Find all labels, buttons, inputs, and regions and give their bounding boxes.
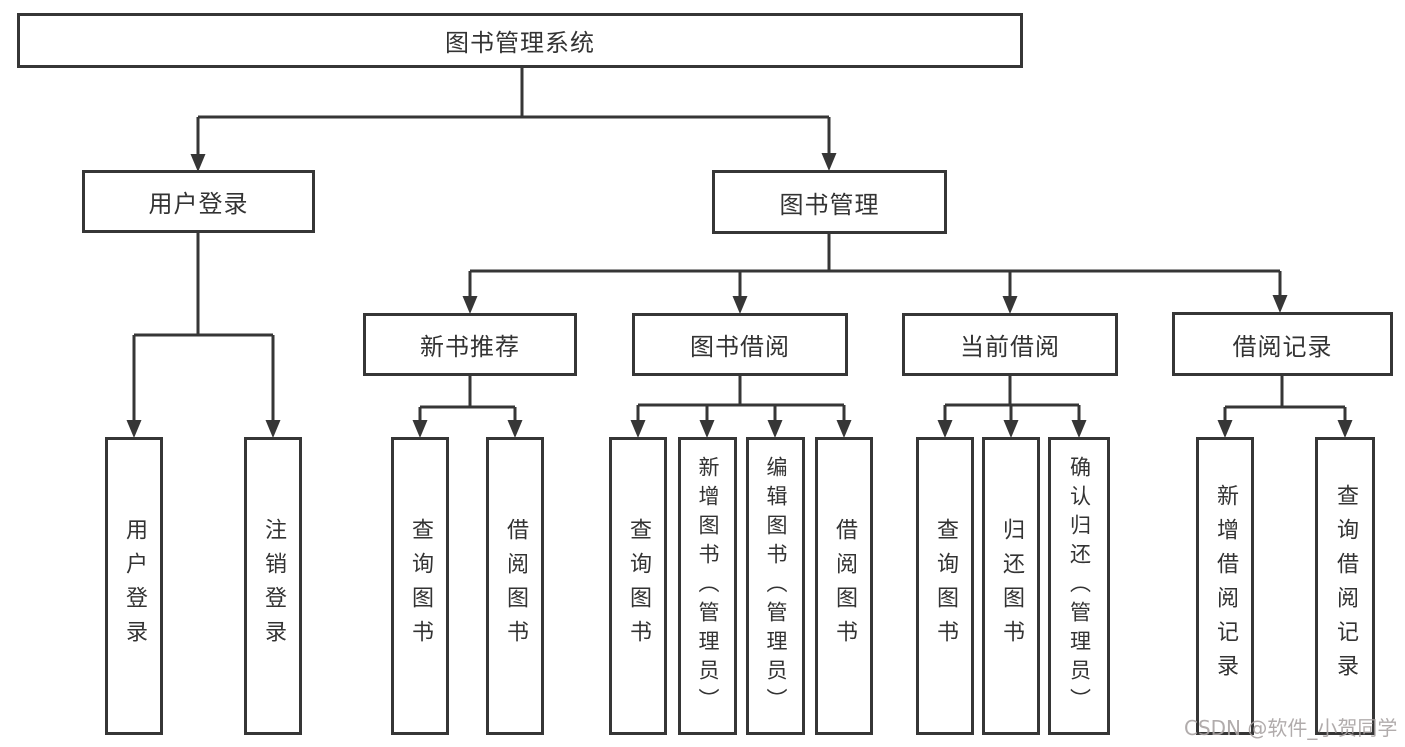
node-current-borrowing: 当前借阅 — [902, 313, 1118, 376]
csdn-watermark: CSDN @软件_小贺同学 — [1184, 716, 1398, 740]
connector-book-borrowing-to-leaves — [630, 376, 852, 438]
leaf-logout: 注销登录 — [244, 437, 302, 735]
leaf-query-borrow-record: 查询借阅记录 — [1315, 437, 1375, 735]
connector-book-management-to-level3 — [462, 234, 1288, 314]
node-book-management: 图书管理 — [712, 170, 947, 234]
leaf-confirm-return-admin: 确认归还（管理员） — [1048, 437, 1110, 735]
leaf-add-borrow-record: 新增借阅记录 — [1196, 437, 1254, 735]
connector-current-borrowing-to-leaves — [937, 376, 1087, 438]
connector-root-to-level2 — [190, 68, 837, 172]
leaf-user-login: 用户登录 — [105, 437, 163, 735]
leaf-borrowing-query-books: 查询图书 — [609, 437, 667, 735]
connector-borrowing-records-to-leaves — [1217, 376, 1353, 438]
leaf-recommend-borrow-books: 借阅图书 — [486, 437, 544, 735]
node-new-book-recommend: 新书推荐 — [363, 313, 577, 376]
connector-user-login-to-leaves — [126, 233, 281, 438]
leaf-return-books: 归还图书 — [982, 437, 1040, 735]
leaf-borrowing-borrow-books: 借阅图书 — [815, 437, 873, 735]
leaf-add-books-admin: 新增图书（管理员） — [678, 437, 737, 735]
leaf-recommend-query-books: 查询图书 — [391, 437, 449, 735]
connector-new-book-recommend-to-leaves — [412, 376, 523, 438]
node-user-login: 用户登录 — [82, 170, 315, 233]
leaf-edit-books-admin: 编辑图书（管理员） — [746, 437, 805, 735]
node-book-borrowing: 图书借阅 — [632, 313, 848, 376]
leaf-current-query-books: 查询图书 — [916, 437, 974, 735]
node-borrowing-records: 借阅记录 — [1172, 312, 1393, 376]
node-root: 图书管理系统 — [17, 13, 1023, 68]
